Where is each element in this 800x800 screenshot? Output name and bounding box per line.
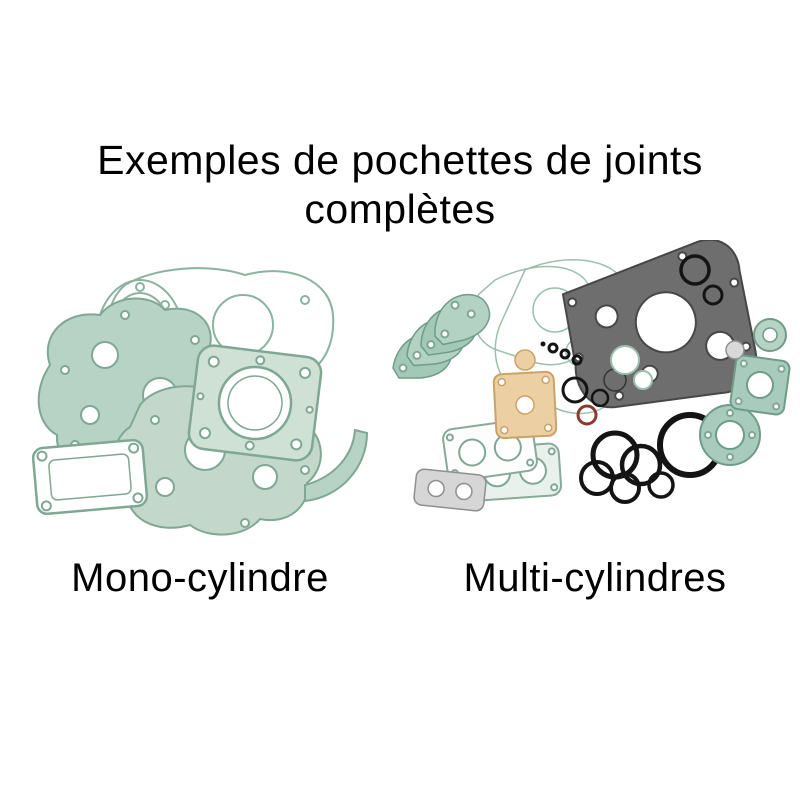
square-port-gasket: [729, 354, 791, 416]
fan-gasket-stack: [392, 293, 491, 379]
small-gray-gasket: [413, 468, 487, 512]
small-round-gaskets: [725, 318, 787, 360]
beige-washer: [514, 349, 536, 371]
mono-cylinder-gasket-kit-illustration: [31, 267, 369, 536]
caption-mono-cylindre: Mono-cylindre: [71, 556, 329, 600]
cylinder-head-gasket: [187, 344, 323, 462]
small-washers: [540, 341, 583, 366]
multi-cylinder-gasket-kit-illustration: [392, 240, 791, 512]
curved-gasket: [304, 428, 369, 503]
page-title-line2: complètes: [304, 186, 496, 233]
caption-multi-cylindres: Multi-cylindres: [463, 556, 727, 600]
round-paper-gaskets: [610, 345, 653, 390]
page-title-line1: Exemples de pochettes de joints: [97, 137, 703, 183]
beige-paper-gasket: [492, 370, 558, 440]
o-ring-cluster: [579, 430, 675, 504]
rectangular-valve-gasket: [31, 438, 149, 516]
round-exhaust-gasket: [699, 404, 761, 466]
page-title: Exemples de pochettes de joints complète…: [0, 136, 800, 234]
